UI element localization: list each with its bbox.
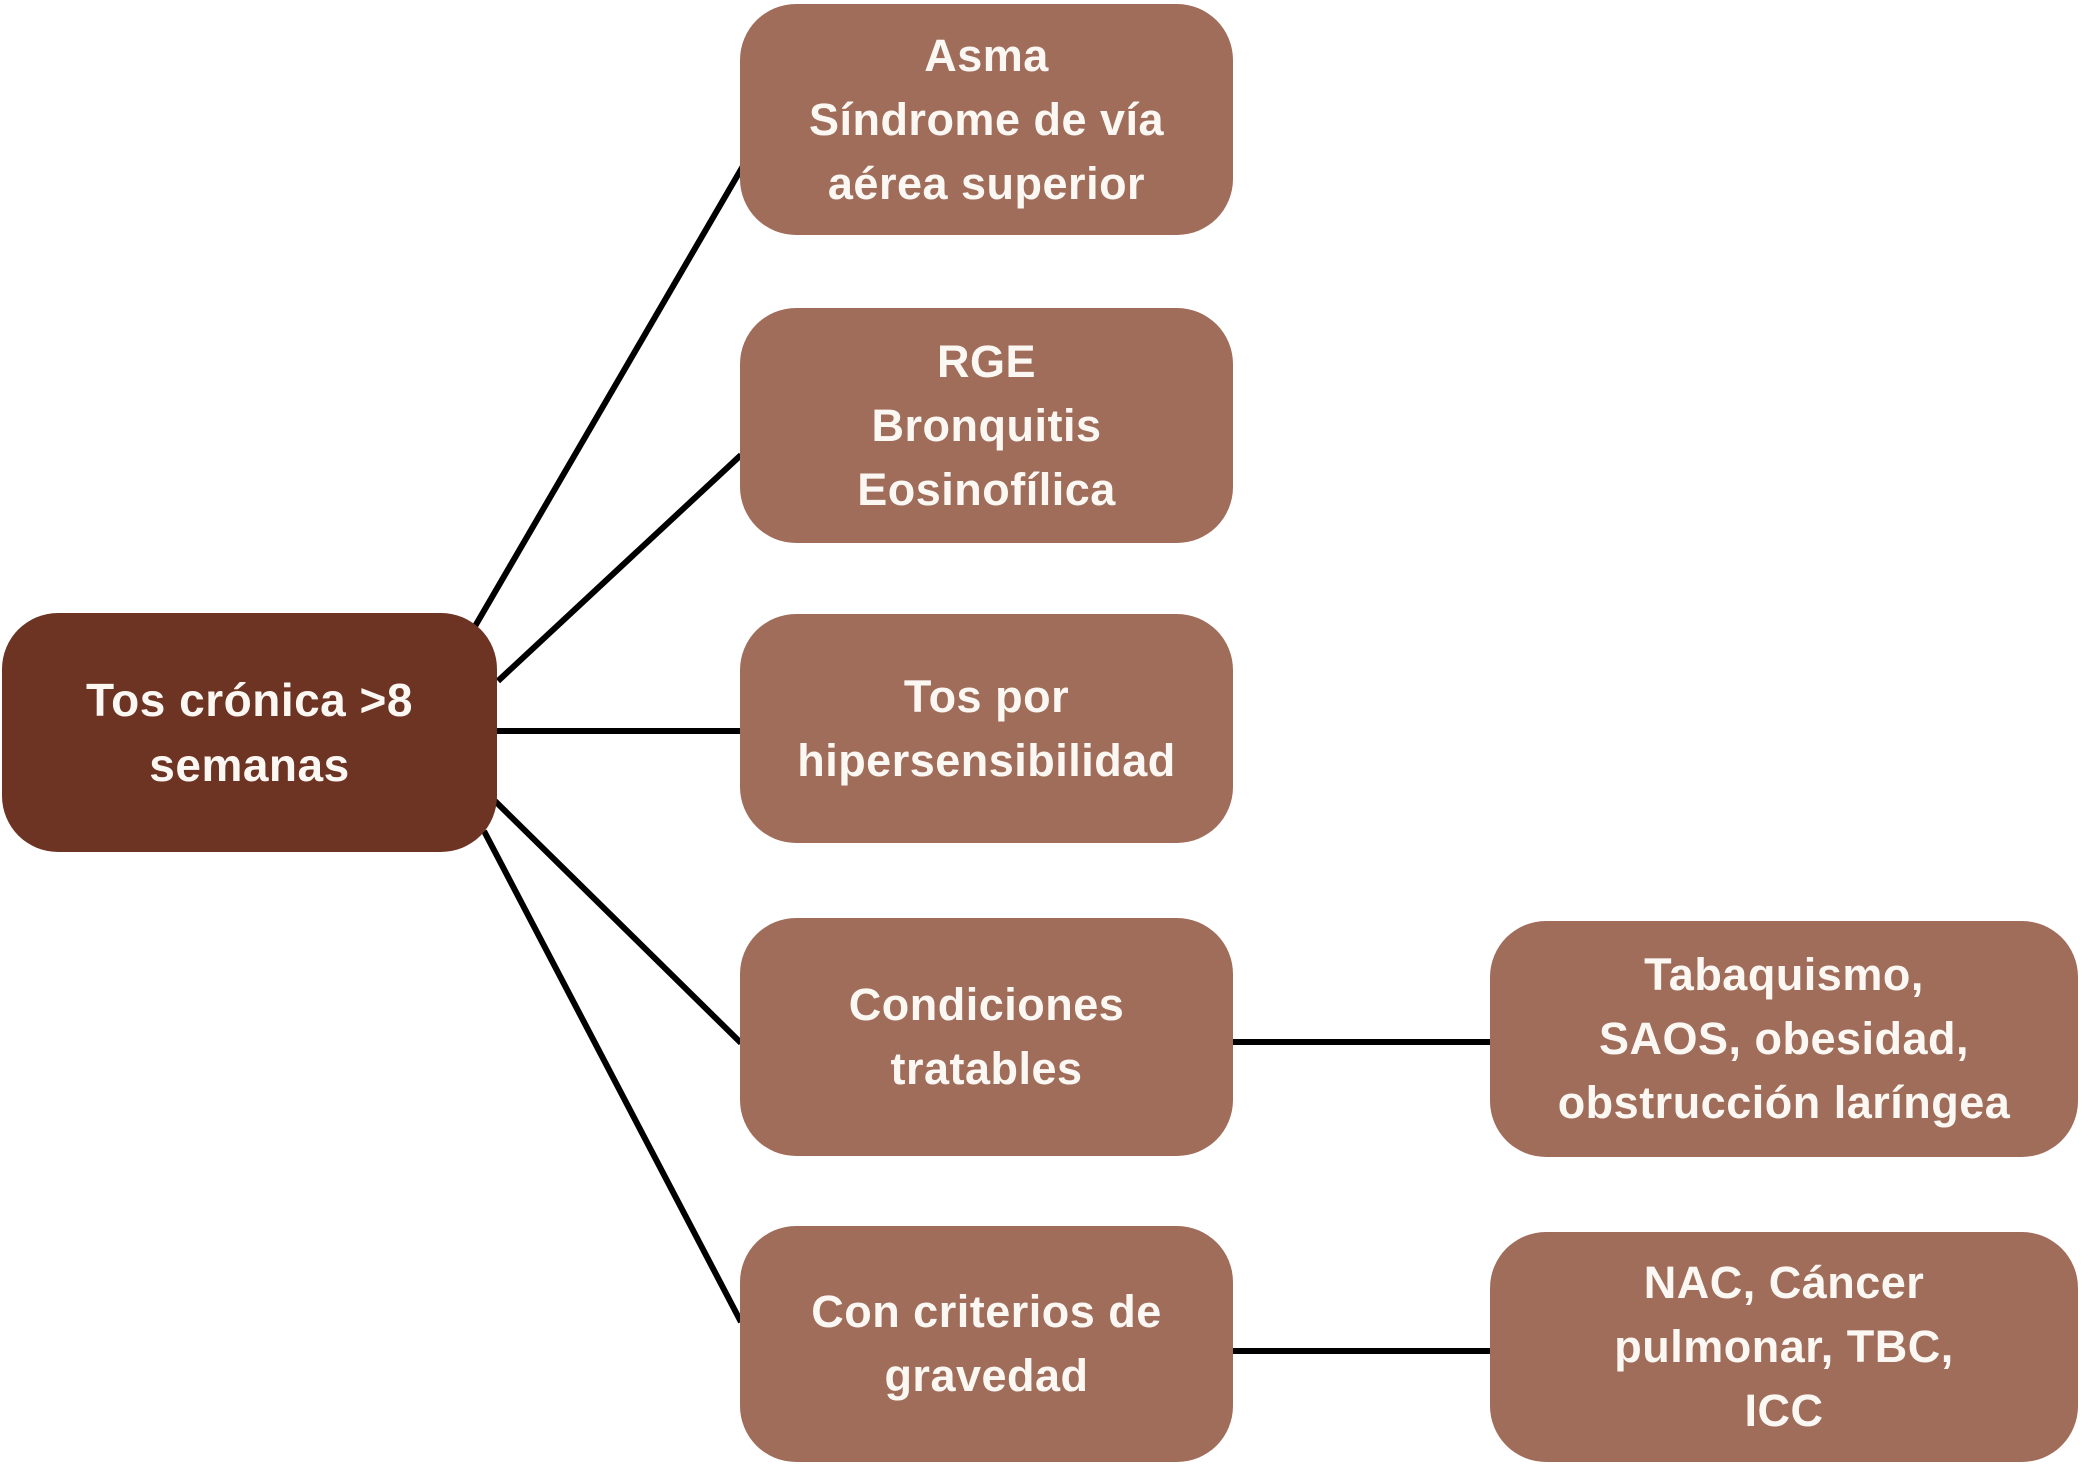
edge-root-gravedad <box>481 829 744 1324</box>
node-label: Con criterios de gravedad <box>811 1286 1162 1401</box>
node-label: Asma Síndrome de vía aérea superior <box>808 29 1165 209</box>
node-rge: RGE Bronquitis Eosinofílica <box>740 308 1233 543</box>
node-label: RGE Bronquitis Eosinofílica <box>857 335 1116 515</box>
node-label: Tos crónica >8 semanas <box>85 673 413 791</box>
node-asma: Asma Síndrome de vía aérea superior <box>740 4 1233 235</box>
node-label: Condiciones tratables <box>848 979 1125 1094</box>
edge-root-asma <box>471 164 746 630</box>
node-hipersensibilidad: Tos por hipersensibilidad <box>740 614 1233 843</box>
edge-root-condiciones <box>491 797 744 1046</box>
node-gravedad: Con criterios de gravedad <box>740 1226 1233 1462</box>
node-label: Tabaquismo, SAOS, obesidad, obstrucción … <box>1557 949 2011 1128</box>
node-condiciones: Condiciones tratables <box>740 918 1233 1156</box>
node-label: NAC, Cáncer pulmonar, TBC, ICC <box>1614 1257 1954 1436</box>
edge-root-rge <box>495 452 744 684</box>
node-label: Tos por hipersensibilidad <box>797 670 1176 786</box>
node-root: Tos crónica >8 semanas <box>2 613 497 852</box>
node-tabaquismo: Tabaquismo, SAOS, obesidad, obstrucción … <box>1490 921 2078 1157</box>
node-nac: NAC, Cáncer pulmonar, TBC, ICC <box>1490 1232 2078 1462</box>
